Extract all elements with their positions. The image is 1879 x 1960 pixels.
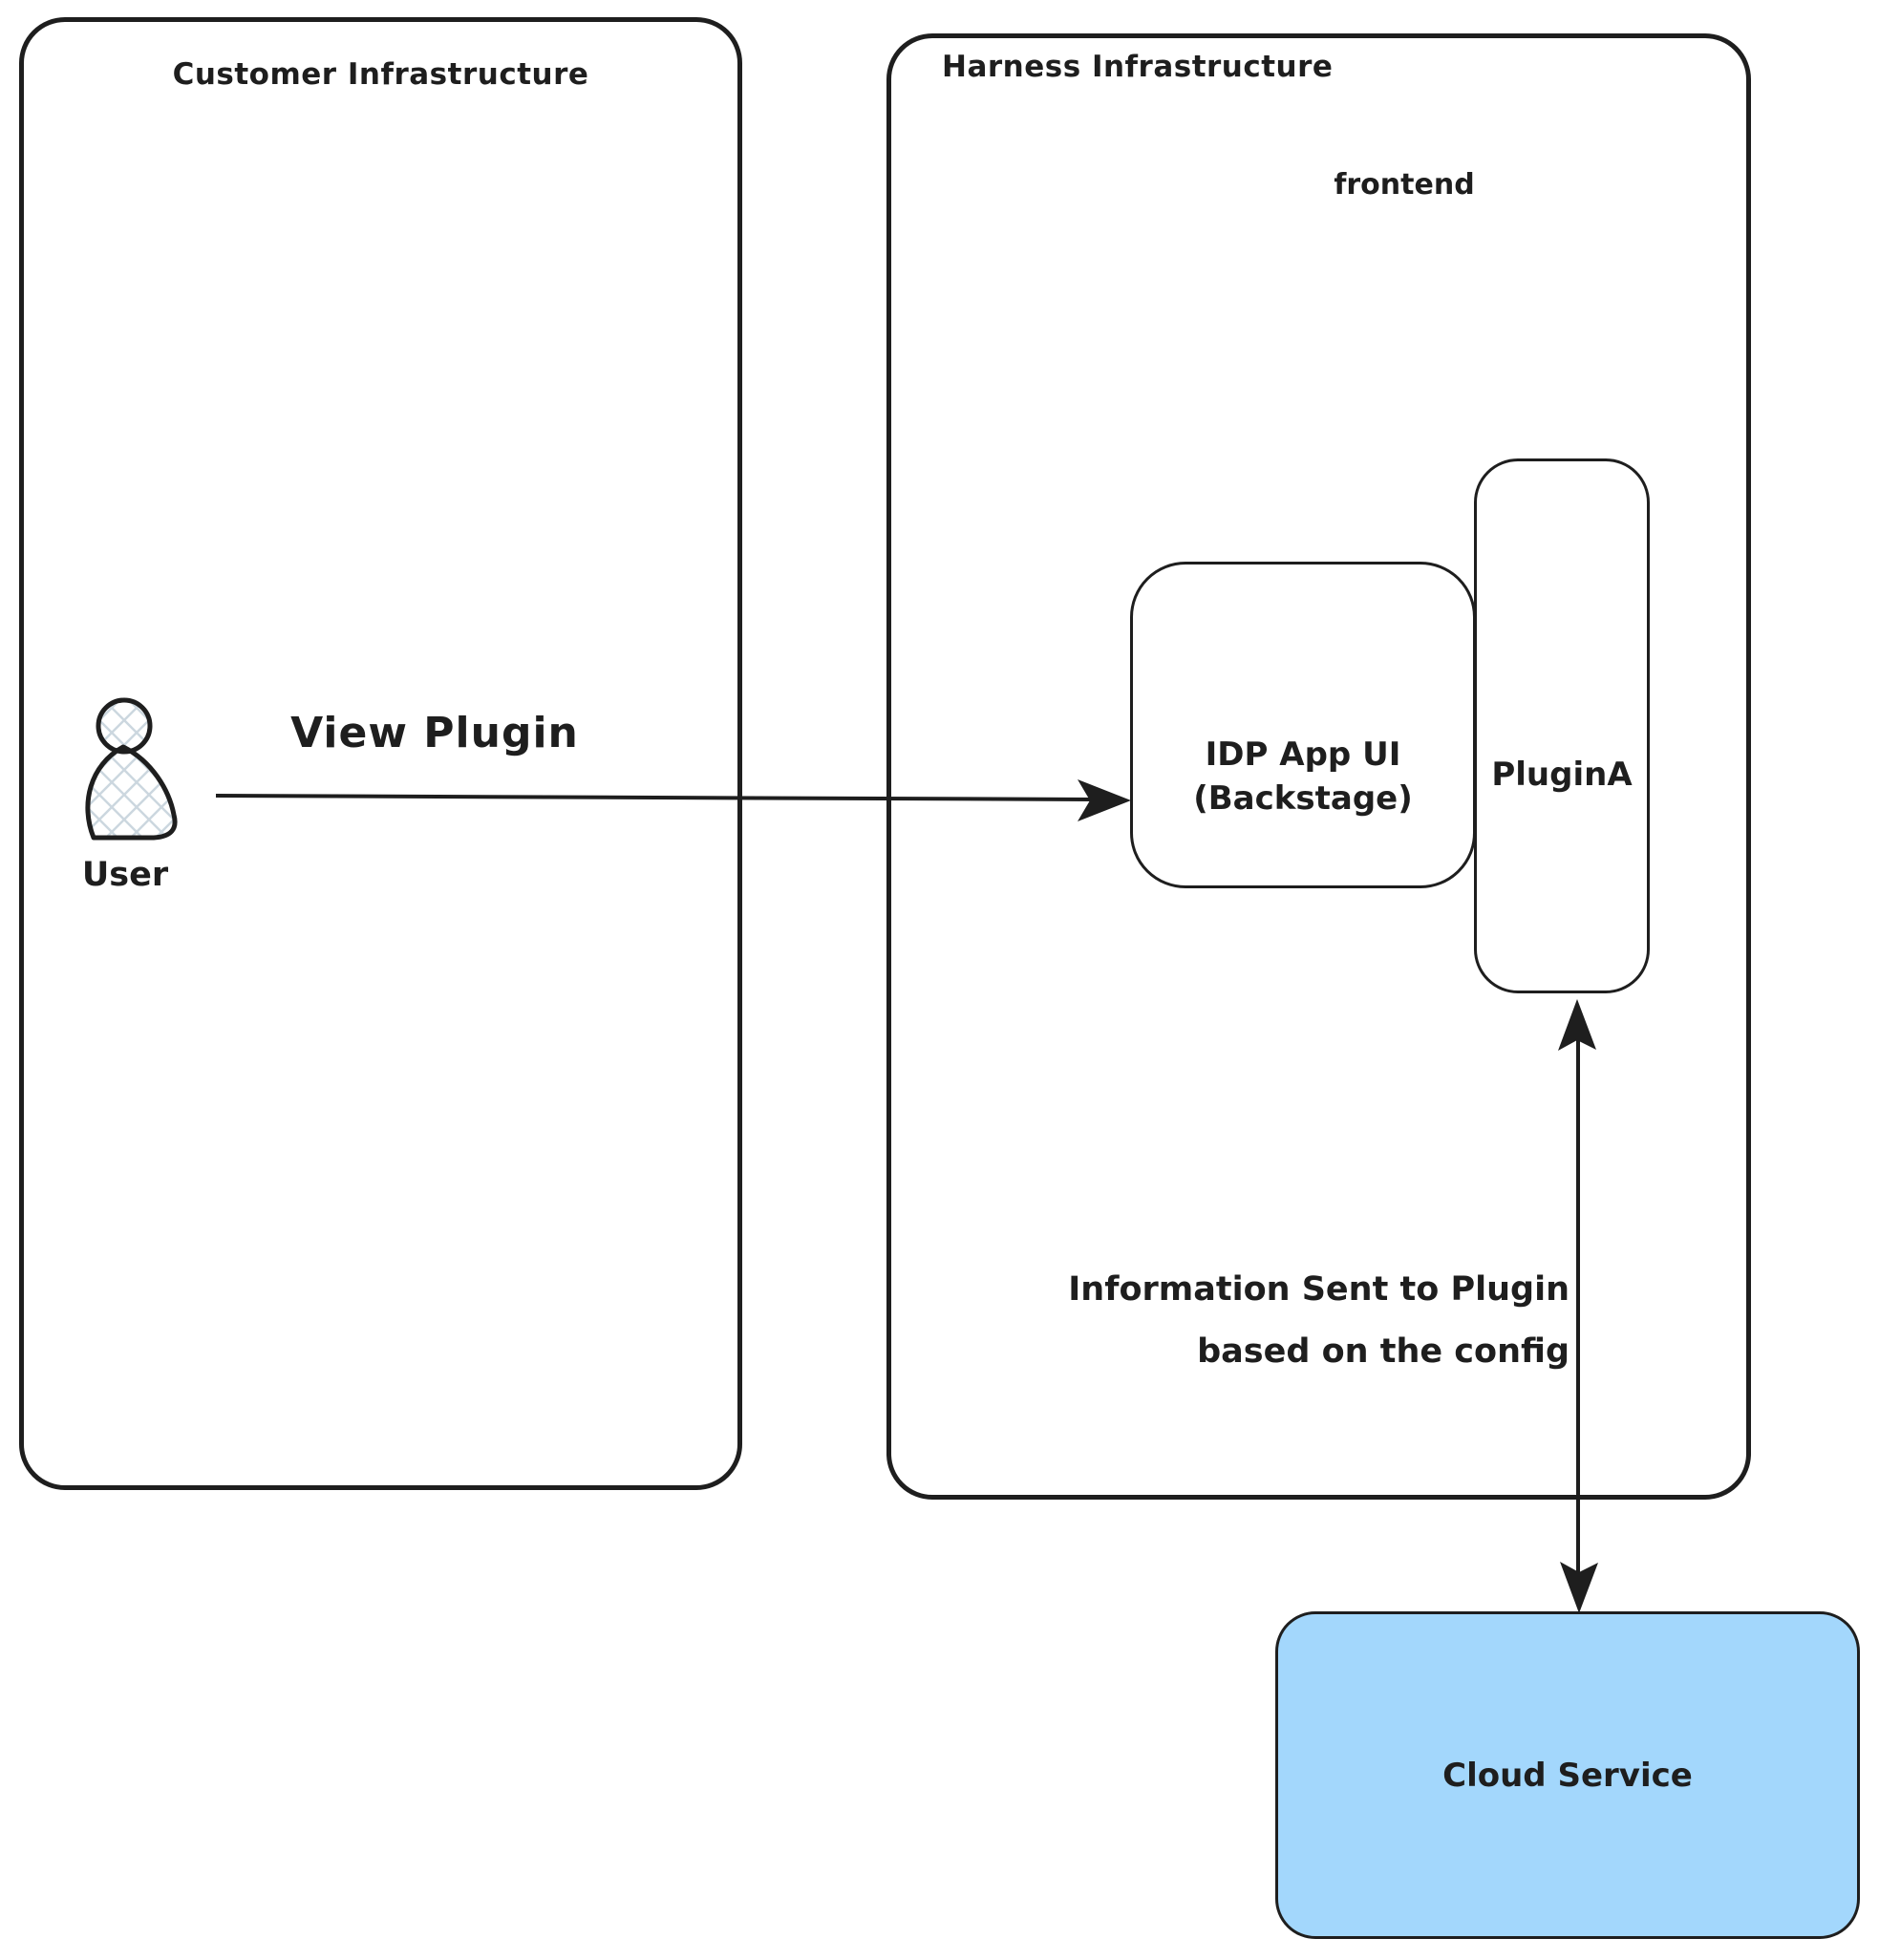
info-sent-arrow-label-line2: based on the config	[1197, 1332, 1569, 1371]
frontend-label: frontend	[1334, 168, 1475, 202]
plugina-node: PluginA	[1474, 458, 1650, 993]
arrowhead-down	[1560, 1562, 1598, 1613]
cloud-service-label: Cloud Service	[1442, 1756, 1693, 1795]
customer-infrastructure-title: Customer Infrastructure	[172, 57, 589, 92]
harness-infrastructure-title: Harness Infrastructure	[942, 50, 1334, 84]
info-sent-arrow-label-line1: Information Sent to Plugin	[1068, 1270, 1569, 1309]
idp-app-ui-node: IDP App UI (Backstage)	[1130, 562, 1476, 888]
user-label: User	[81, 856, 169, 894]
harness-infrastructure-container	[886, 33, 1751, 1500]
cloud-service-node: Cloud Service	[1275, 1611, 1860, 1939]
plugina-label: PluginA	[1491, 756, 1633, 795]
idp-app-ui-label-line1: IDP App UI	[1205, 735, 1401, 775]
customer-infrastructure-container	[19, 17, 742, 1490]
idp-app-ui-label-line2: (Backstage)	[1193, 779, 1413, 818]
info-sent-arrow-label: Information Sent to Plugin based on the …	[1032, 1259, 1569, 1383]
idp-app-ui-label: IDP App UI (Backstage)	[1193, 734, 1413, 821]
view-plugin-arrow-label: View Plugin	[290, 709, 579, 757]
